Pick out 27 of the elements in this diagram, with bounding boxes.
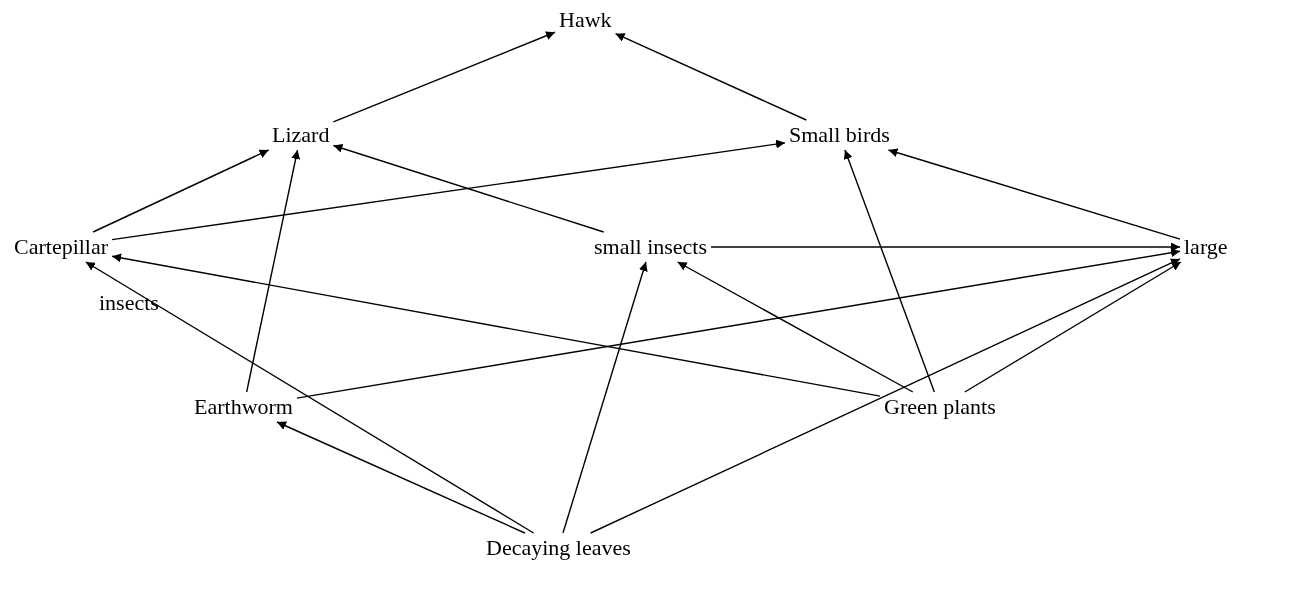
arrow xyxy=(614,33,807,121)
node-label: Green plants xyxy=(880,392,1000,422)
arrow xyxy=(710,242,1181,252)
arrow xyxy=(111,139,786,241)
node-label: Small birds xyxy=(785,120,894,150)
arrow xyxy=(332,31,556,123)
arrow xyxy=(276,421,526,534)
node-label: Lizard xyxy=(268,120,334,150)
food-label: insects xyxy=(98,289,160,317)
arrow xyxy=(296,248,1181,399)
node-label: small insects xyxy=(590,232,712,262)
arrow xyxy=(85,261,535,534)
arrow xyxy=(843,149,936,393)
node-label: Hawk xyxy=(555,5,616,35)
arrow xyxy=(562,261,648,534)
arrow xyxy=(964,261,1182,393)
arrow xyxy=(676,261,914,393)
arrow xyxy=(245,149,301,393)
node-label: large xyxy=(1180,232,1232,262)
node-label: Cartepillar xyxy=(10,232,113,262)
arrow xyxy=(589,258,1181,534)
arrow xyxy=(92,149,270,233)
arrow xyxy=(332,143,605,233)
node-label: Decaying leaves xyxy=(482,533,635,563)
arrow xyxy=(111,253,881,397)
node-label: Earthworm xyxy=(190,392,297,422)
arrow xyxy=(887,148,1181,240)
